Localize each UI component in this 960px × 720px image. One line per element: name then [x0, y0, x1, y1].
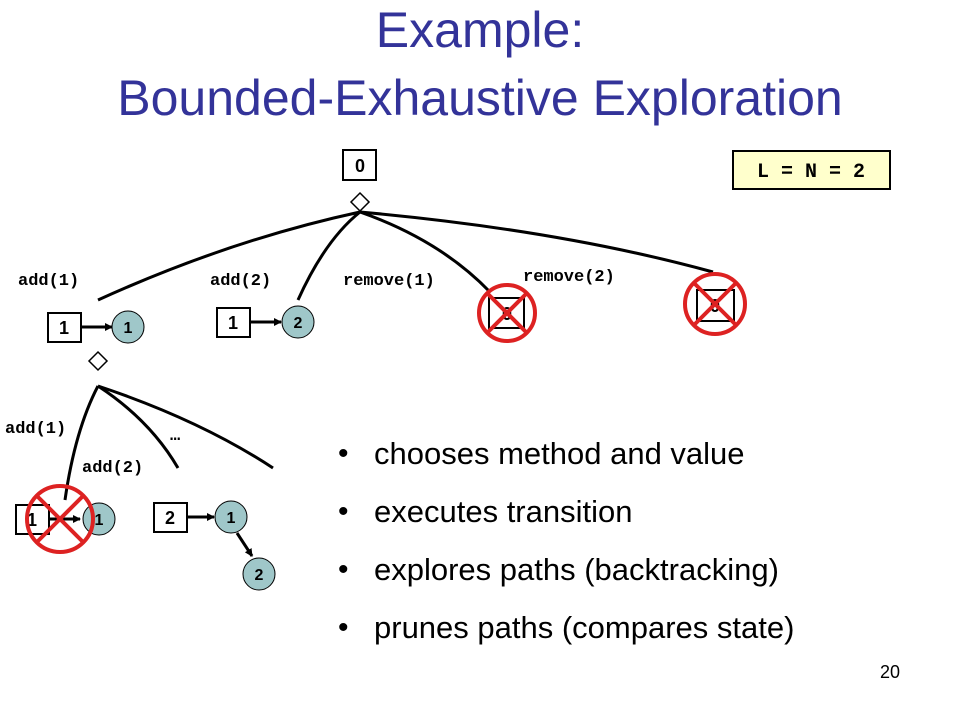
root-edges: [97, 210, 714, 302]
bullet-item: •prunes paths (compares state): [338, 599, 794, 657]
bullet-item: •chooses method and value: [338, 425, 794, 483]
edge-label-remove2: remove(2): [523, 268, 615, 287]
subtree-choice-diamond: [87, 350, 109, 372]
pruned-cross-icon: [477, 283, 537, 343]
state-add2-node-value: 2: [294, 315, 303, 332]
slide-title-line2: Bounded-Exhaustive Exploration: [117, 70, 843, 126]
root-state-size: 0: [355, 156, 365, 176]
state-sub-add2-node1: [214, 500, 248, 534]
state-add2-size: 1: [228, 313, 238, 333]
subtree-edges: [63, 384, 274, 501]
edge-label-remove1: remove(1): [343, 272, 435, 291]
state-add1-size: 1: [59, 318, 69, 338]
slide-title-line1: Example:: [375, 2, 585, 58]
state-sub-add2-node1-value: 1: [227, 510, 236, 527]
bullet-dot-icon: •: [338, 495, 349, 528]
page-number: 20: [880, 662, 901, 682]
subtree-edge-label-add2: add(2): [82, 459, 143, 478]
state-sub-add1-size-box: [15, 504, 50, 535]
state-sub-add2-size: 2: [165, 508, 175, 528]
root-state-box: [342, 149, 377, 181]
root-choice-diamond: [349, 191, 371, 213]
state-sub-add1-node-value: 1: [95, 512, 104, 529]
subtree-edge-label-more: …: [170, 427, 180, 446]
state-add1-size-box: [47, 312, 82, 343]
bullet-dot-icon: •: [338, 553, 349, 586]
bound-label-text: L = N = 2: [757, 161, 865, 184]
bullet-list: •chooses method and value •executes tran…: [338, 425, 794, 657]
state-sub-add2-node2: [242, 557, 276, 591]
state-add1-node: [111, 310, 145, 344]
pruned-cross-icon: [25, 484, 95, 554]
bullet-dot-icon: •: [338, 437, 349, 470]
state-add1-node-value: 1: [124, 320, 133, 337]
state-sub-add2-node2-value: 2: [255, 567, 264, 584]
bullet-item: •explores paths (backtracking): [338, 541, 794, 599]
state-sub-add1-size: 1: [27, 510, 37, 530]
pruned-cross-icon: [683, 272, 747, 336]
edge-label-add2: add(2): [210, 272, 271, 291]
subtree-edge-label-add1: add(1): [5, 420, 66, 439]
edge-label-add1: add(1): [18, 272, 79, 291]
state-add2-node: [281, 305, 315, 339]
bullet-dot-icon: •: [338, 611, 349, 644]
bound-label-box: [732, 150, 891, 190]
bullet-item: •executes transition: [338, 483, 794, 541]
